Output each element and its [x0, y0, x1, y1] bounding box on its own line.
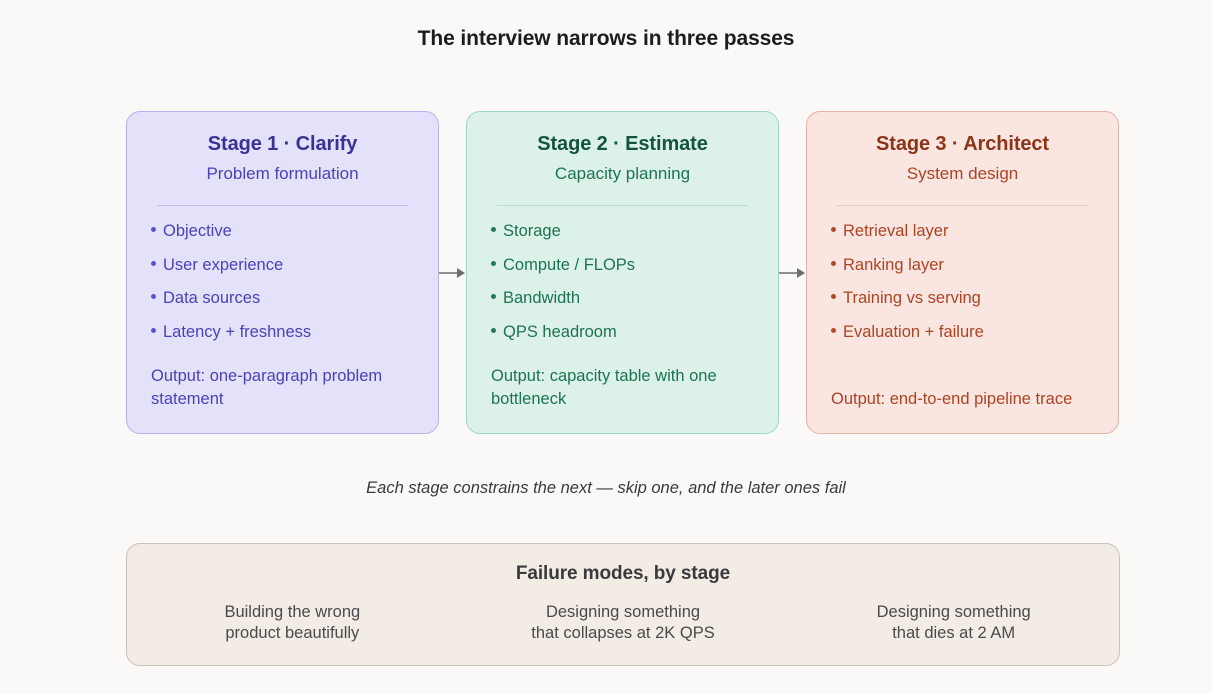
list-item-label: Latency + freshness [163, 322, 312, 341]
card-divider [497, 205, 748, 207]
list-item-label: Objective [163, 222, 232, 241]
stage-row: Stage 1 · Clarify Problem formulation Ob… [126, 111, 1120, 434]
bullet-dot-icon [151, 327, 156, 333]
arrow-gap [439, 111, 466, 434]
bullet-dot-icon [831, 227, 836, 233]
stage-card-subheading: Capacity planning [554, 164, 691, 183]
list-item: User experience [151, 257, 414, 274]
stage-card-heading: Stage 3 · Architect [876, 133, 1049, 155]
card-divider [837, 205, 1088, 207]
bullet-dot-icon [491, 327, 496, 333]
list-item-label: QPS headroom [503, 322, 617, 341]
page-title: The interview narrows in three passes [417, 27, 795, 50]
list-item: Compute / FLOPs [491, 257, 754, 274]
bullet-dot-icon [151, 260, 156, 266]
list-item: Ranking layer [831, 257, 1094, 274]
card-divider [157, 205, 408, 207]
bullet-dot-icon [491, 294, 496, 300]
stage-card-estimate[interactable]: Stage 2 · Estimate Capacity planning Sto… [466, 111, 779, 434]
list-item-label: Compute / FLOPs [503, 255, 636, 274]
failure-modes-title: Failure modes, by stage [515, 563, 731, 584]
bullet-dot-icon [831, 327, 836, 333]
list-item: Objective [151, 223, 414, 240]
list-item: Storage [491, 223, 754, 240]
list-item-label: User experience [163, 255, 284, 274]
failure-modes-columns: Building the wrong product beautifully D… [127, 602, 1119, 645]
arrow-right-icon [779, 267, 805, 278]
stage-output-text: Output: one-paragraph problem statement [151, 367, 383, 408]
arrow-right-icon [439, 267, 465, 278]
list-item-label: Bandwidth [503, 289, 581, 308]
list-item: Retrieval layer [831, 223, 1094, 240]
bullet-dot-icon [831, 294, 836, 300]
stage-card-subheading: System design [906, 164, 1019, 183]
bullet-dot-icon [831, 260, 836, 266]
stage-output-text: Output: end-to-end pipeline trace [831, 389, 1073, 408]
list-item-label: Storage [503, 222, 561, 241]
failure-mode-column: Designing something that collapses at 2K… [531, 603, 715, 643]
list-item: Data sources [151, 290, 414, 307]
list-item-label: Training vs serving [843, 289, 981, 308]
stage-card-architect[interactable]: Stage 3 · Architect System design Retrie… [806, 111, 1119, 434]
list-item: Evaluation + failure [831, 324, 1094, 341]
bullet-dot-icon [151, 227, 156, 233]
list-item-label: Ranking layer [843, 255, 944, 274]
stage-card-heading: Stage 2 · Estimate [537, 133, 708, 155]
list-item-label: Retrieval layer [843, 222, 949, 241]
stage-card-clarify[interactable]: Stage 1 · Clarify Problem formulation Ob… [126, 111, 439, 434]
list-item: Training vs serving [831, 290, 1094, 307]
failure-mode-column: Designing something that dies at 2 AM [876, 603, 1031, 643]
flow-caption: Each stage constrains the next — skip on… [366, 479, 846, 497]
list-item: QPS headroom [491, 324, 754, 341]
failure-mode-column: Building the wrong product beautifully [224, 603, 361, 643]
bullet-dot-icon [491, 260, 496, 266]
arrow-gap [779, 111, 806, 434]
stage-bullet-list: Objective User experience Data sources L… [151, 223, 414, 340]
list-item: Latency + freshness [151, 324, 414, 341]
stage-card-heading: Stage 1 · Clarify [207, 133, 358, 155]
list-item: Bandwidth [491, 290, 754, 307]
bullet-dot-icon [491, 227, 496, 233]
failure-modes-panel: Failure modes, by stage Building the wro… [126, 543, 1120, 666]
list-item-label: Data sources [163, 289, 261, 308]
stage-bullet-list: Retrieval layer Ranking layer Training v… [831, 223, 1094, 340]
stage-bullet-list: Storage Compute / FLOPs Bandwidth QPS he… [491, 223, 754, 340]
stage-output-text: Output: capacity table with one bottlene… [491, 367, 717, 408]
bullet-dot-icon [151, 294, 156, 300]
list-item-label: Evaluation + failure [843, 322, 984, 341]
stage-card-subheading: Problem formulation [206, 164, 359, 183]
